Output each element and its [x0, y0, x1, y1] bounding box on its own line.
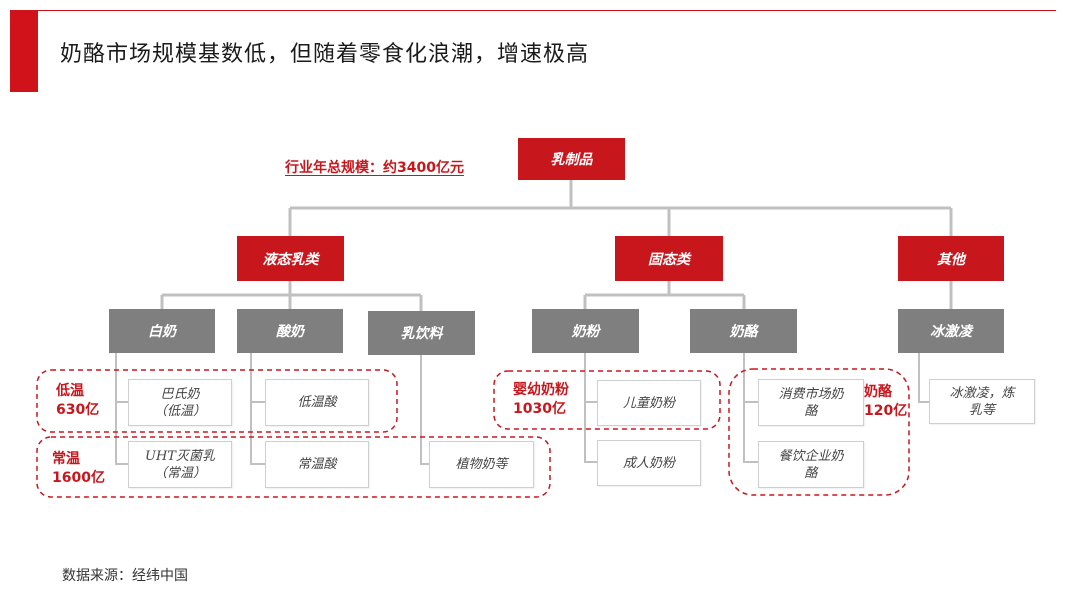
- leaf-ambient-yogurt[interactable]: 常温酸: [265, 441, 369, 488]
- ambient-size: 1600亿: [52, 470, 105, 486]
- leaf-ice-cream-line2: 乳等: [968, 402, 995, 418]
- connector: [743, 353, 758, 463]
- leaf-food-service-cheese-line2: 酪: [804, 465, 818, 481]
- leaf-food-service-cheese-line1: 餐饮企业奶: [778, 448, 844, 464]
- cheese-size: 120亿: [864, 403, 908, 419]
- cheese-group-outline: [728, 368, 910, 496]
- node-liquid-dairy[interactable]: 液态乳类: [237, 236, 344, 281]
- infant-powder-name: 婴幼奶粉: [513, 382, 569, 398]
- total-market-size-note: 行业年总规模：约3400亿元: [285, 160, 464, 176]
- leaf-pasteurized-milk[interactable]: 巴氏奶 （低温）: [128, 379, 232, 426]
- leaf-ice-cream-line1: 冰激凌，炼: [949, 385, 1015, 401]
- infant-powder-group-outline: [493, 370, 721, 430]
- leaf-pasteurized-milk-line1: 巴氏奶: [160, 386, 200, 402]
- leaf-ice-cream-condensed-milk[interactable]: 冰激凌，炼 乳等: [929, 379, 1035, 424]
- leaf-food-service-cheese[interactable]: 餐饮企业奶 酪: [758, 441, 864, 488]
- leaf-uht-milk[interactable]: UHT灭菌乳 （常温）: [128, 441, 232, 488]
- leaf-adult-milk-powder[interactable]: 成人奶粉: [597, 440, 701, 486]
- leaf-consumer-cheese-line2: 酪: [804, 403, 818, 419]
- ambient-size-label: 常温 1600亿: [52, 450, 105, 488]
- low-temp-group-outline: [36, 369, 398, 433]
- leaf-uht-milk-line1: UHT灭菌乳: [145, 448, 215, 464]
- node-dairy-products[interactable]: 乳制品: [518, 138, 625, 180]
- cheese-size-label: 奶酪 120亿: [864, 383, 907, 421]
- leaf-uht-milk-line2: （常温）: [153, 465, 206, 481]
- infant-powder-size-label: 婴幼奶粉 1030亿: [513, 381, 569, 419]
- connector: [115, 353, 128, 465]
- leaf-pasteurized-milk-line2: （低温）: [153, 403, 206, 419]
- node-milk-powder[interactable]: 奶粉: [532, 309, 639, 353]
- top-rule: [38, 10, 1056, 11]
- low-temp-size: 630亿: [56, 402, 100, 418]
- leaf-consumer-cheese[interactable]: 消费市场奶 酪: [758, 379, 864, 426]
- title-accent-bar: [10, 10, 38, 92]
- ambient-group-outline: [36, 436, 551, 498]
- leaf-child-milk-powder[interactable]: 儿童奶粉: [597, 380, 701, 426]
- node-milk-drink[interactable]: 乳饮料: [368, 311, 475, 355]
- cheese-name: 奶酪: [864, 384, 892, 400]
- leaf-plant-milk[interactable]: 植物奶等: [429, 441, 534, 488]
- node-solid-dairy[interactable]: 固态类: [615, 236, 723, 281]
- node-other-dairy[interactable]: 其他: [898, 236, 1004, 281]
- ambient-name: 常温: [52, 451, 80, 467]
- data-source-note: 数据来源：经纬中国: [62, 568, 188, 584]
- leaf-consumer-cheese-line1: 消费市场奶: [778, 386, 844, 402]
- connector: [918, 353, 929, 403]
- infant-powder-size: 1030亿: [513, 401, 566, 417]
- connector: [584, 353, 597, 463]
- node-white-milk[interactable]: 白奶: [109, 309, 215, 353]
- connector: [250, 353, 265, 465]
- connector: [420, 355, 429, 465]
- leaf-low-temp-yogurt[interactable]: 低温酸: [265, 379, 369, 426]
- node-ice-cream[interactable]: 冰激凌: [898, 309, 1004, 353]
- node-yogurt[interactable]: 酸奶: [237, 309, 343, 353]
- page-title: 奶酪市场规模基数低，但随着零食化浪潮，增速极高: [60, 42, 590, 67]
- low-temp-size-label: 低温 630亿: [56, 382, 99, 420]
- node-cheese[interactable]: 奶酪: [690, 309, 797, 353]
- low-temp-name: 低温: [56, 383, 84, 399]
